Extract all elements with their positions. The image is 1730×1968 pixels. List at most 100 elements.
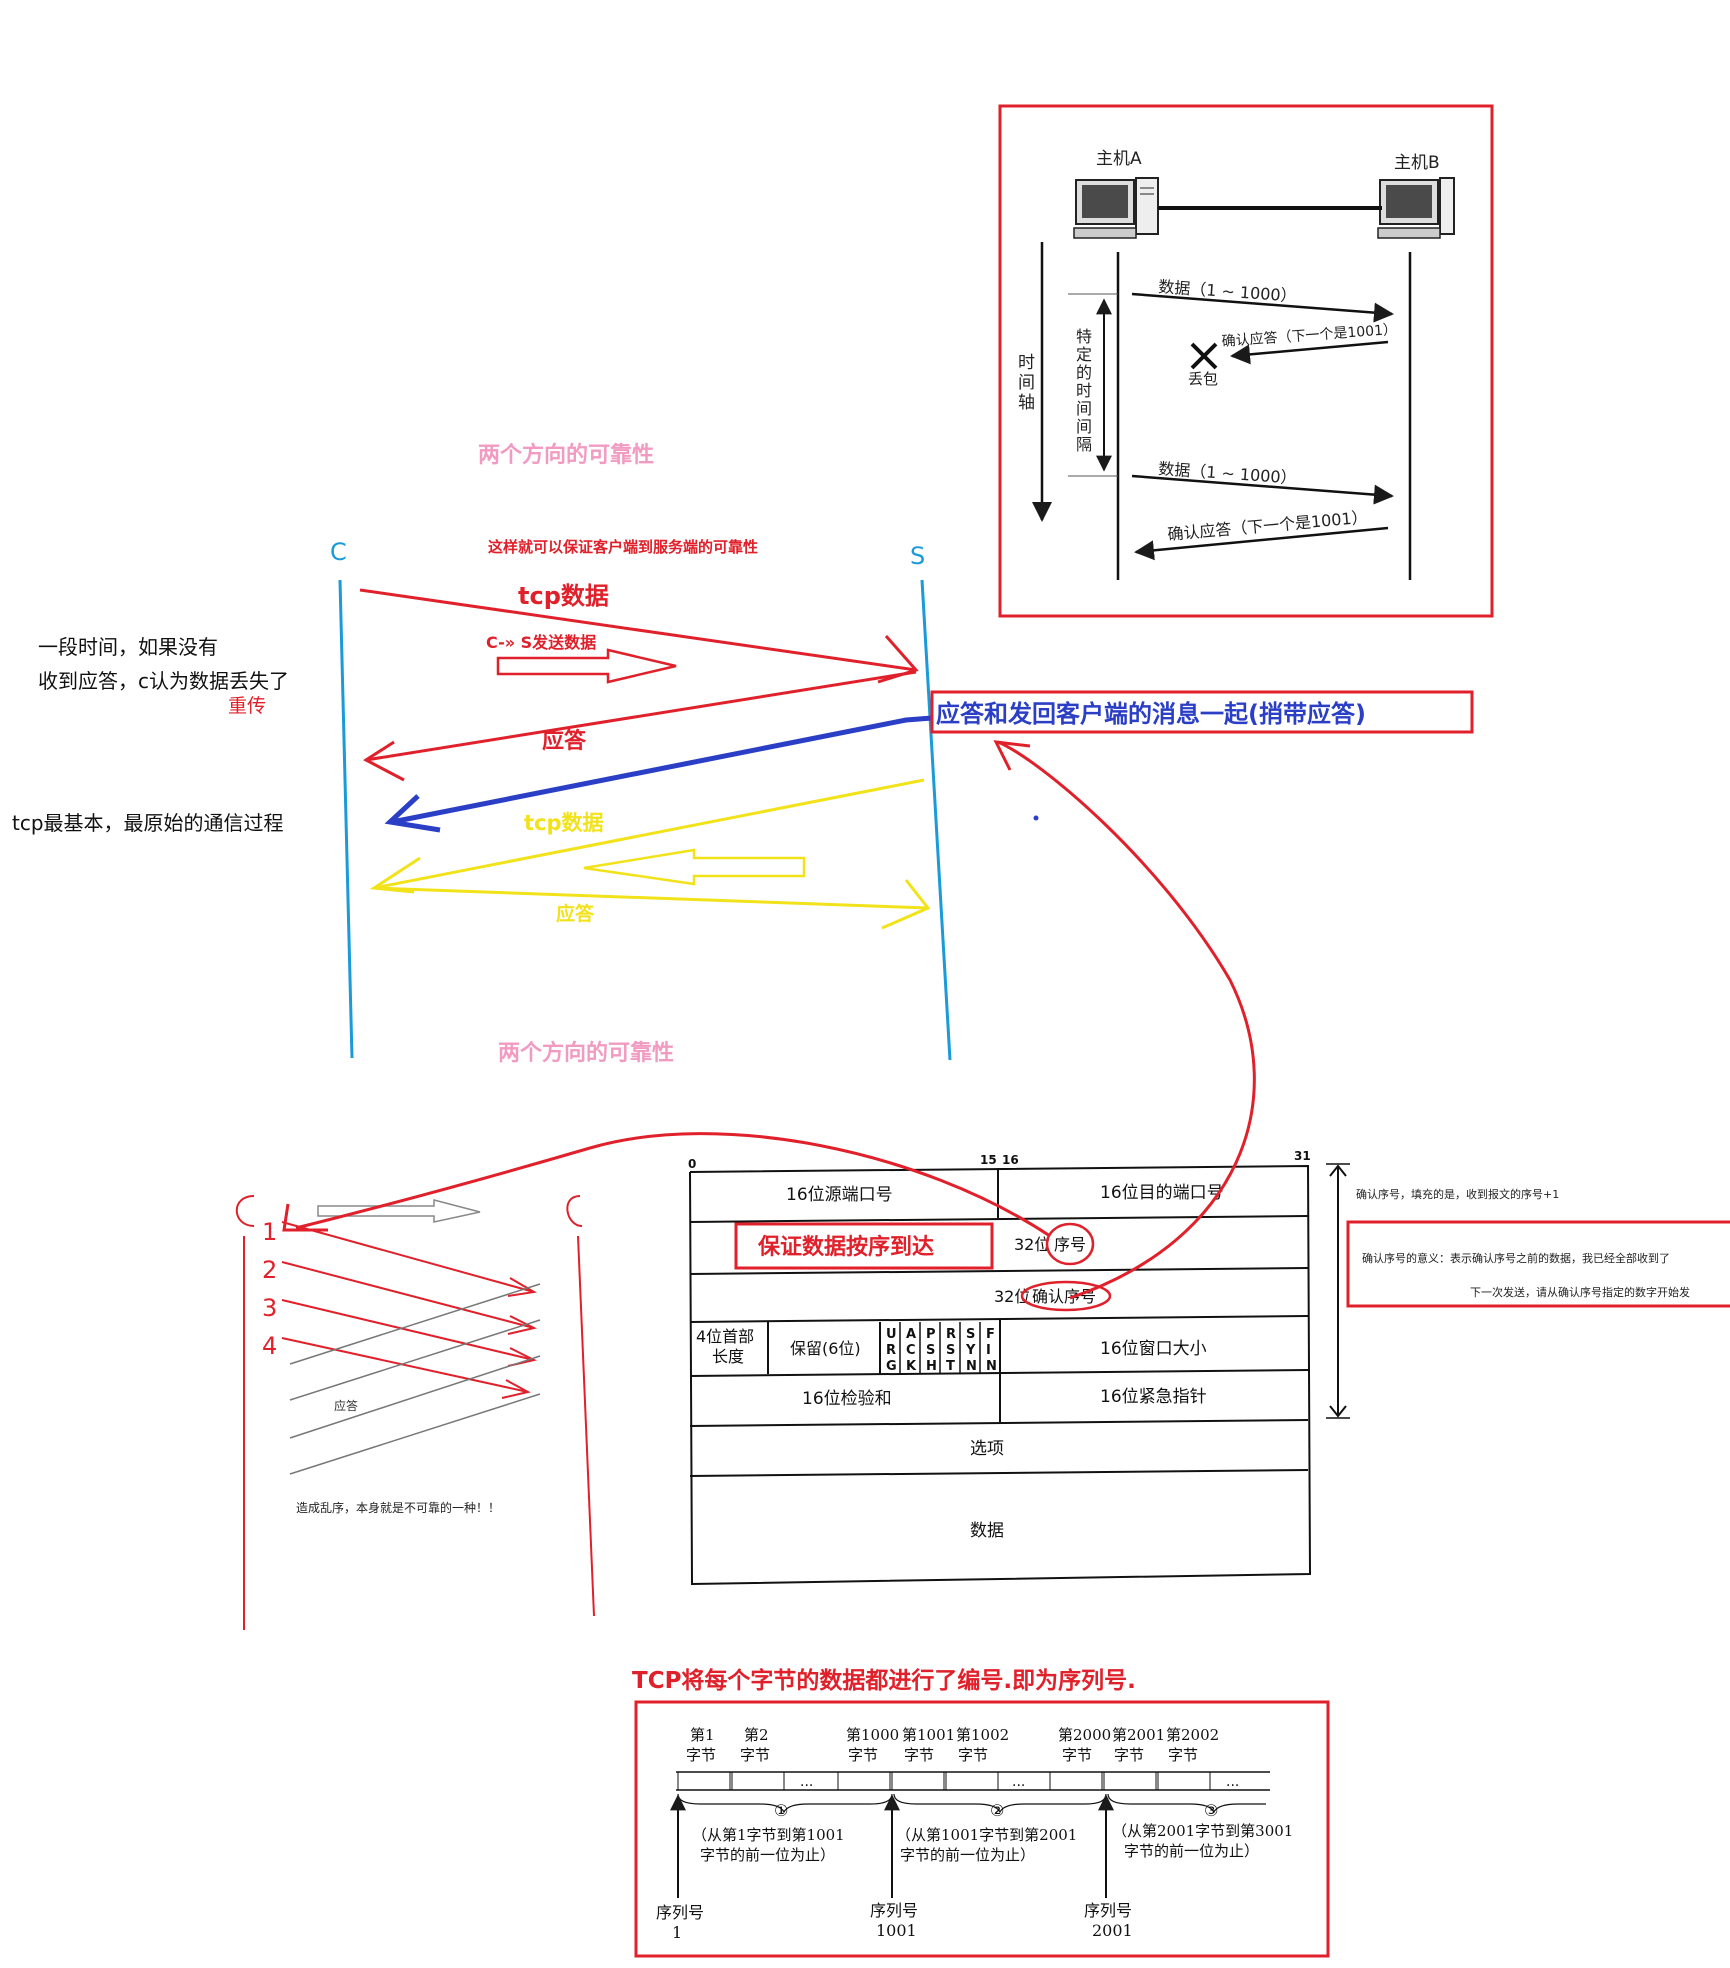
dst-port: 16位目的端口号	[1100, 1183, 1224, 1203]
data-field: 数据	[970, 1521, 1004, 1541]
title-two-way-top: 两个方向的可靠性	[478, 442, 654, 468]
byte-label: 字节	[904, 1746, 934, 1764]
row-line	[689, 1419, 1309, 1427]
bit-15: 15	[980, 1153, 997, 1167]
computer-icon	[1377, 177, 1455, 239]
byte-label: 字节	[686, 1746, 716, 1764]
seq-label: 序列号	[870, 1901, 918, 1920]
byte-labels: 第1 字节 第2 字节 第1000 字节 第1001 字节 第1002 字节 第…	[686, 1726, 1219, 1764]
seq-title: TCP将每个字节的数据都进行了编号.即为序列号.	[632, 1667, 1136, 1694]
urgent-pointer: 16位紧急指针	[1100, 1387, 1207, 1407]
segment-desc: （从第1字节到第1001	[692, 1826, 845, 1844]
curve-arrow-to-disorder	[295, 1132, 1051, 1238]
segment-desc: 字节的前一位为止）	[700, 1846, 835, 1864]
in-order-note: 保证数据按序到达	[757, 1234, 934, 1260]
ack-back-label: 应答	[556, 902, 595, 925]
interval-char: 定	[1076, 345, 1092, 364]
direction-arrow-right	[317, 1199, 481, 1223]
packet-arrow	[281, 1261, 535, 1329]
packet-arrow	[281, 1337, 529, 1393]
resend-label: 重传	[228, 695, 266, 717]
host-b-label: 主机B	[1394, 153, 1440, 173]
interval-char: 的	[1076, 363, 1092, 382]
byte-label: 第1000	[846, 1726, 899, 1744]
ack-arrow	[365, 670, 917, 762]
interval-label: 特 定 的 时 间 间 隔	[1076, 327, 1092, 454]
cross-icon	[1190, 342, 1218, 370]
computer-icon	[1073, 177, 1159, 239]
byte-label: 第1001	[902, 1726, 955, 1744]
disorder-diagram: 1 2 3 4 应答 造成乱序，本身就是不可靠的一种！！	[235, 1195, 595, 1630]
byte-label: 字节	[958, 1746, 988, 1764]
direction-arrow-right	[496, 648, 677, 684]
time-axis-char: 时	[1018, 353, 1035, 373]
segment-number: ②	[990, 1801, 1004, 1820]
byte-label: 第1	[690, 1726, 715, 1744]
ack-back-arrowhead	[881, 879, 931, 930]
piggyback-arrow	[391, 715, 933, 825]
ack-arrow-2	[1134, 526, 1389, 561]
ack-prefix: 32位	[994, 1287, 1030, 1306]
byte-label: 第2	[744, 1726, 769, 1744]
packet-number: 4	[262, 1332, 277, 1360]
ack-line	[289, 1355, 541, 1439]
dot	[1033, 815, 1039, 821]
ack-line	[289, 1393, 541, 1475]
interval-char: 特	[1076, 327, 1092, 346]
byte-label: 字节	[740, 1746, 770, 1764]
direction-arrow-left	[583, 848, 806, 886]
time-axis-char: 间	[1018, 373, 1035, 393]
row-line	[689, 1469, 1309, 1477]
byte-cell	[891, 1771, 945, 1791]
header-length-line2: 长度	[712, 1347, 744, 1366]
client-timeline	[338, 579, 354, 1059]
interval-char: 时	[1076, 381, 1092, 400]
timeout-diagram: 主机A 主机B 时 间 轴 特 定 的 时 间 间 隔 数据（1 ~ 1000）…	[998, 104, 1494, 618]
tcp-data-back-label: tcp数据	[524, 811, 604, 835]
seq-highlight	[1045, 1222, 1095, 1266]
packet-arrow	[281, 1299, 535, 1361]
c-to-s-label: C-» S发送数据	[486, 633, 596, 652]
byte-label: 字节	[1114, 1746, 1144, 1764]
data-arrow-1	[1131, 292, 1394, 323]
byte-cell	[1103, 1771, 1157, 1791]
ack-label: 应答	[542, 728, 587, 754]
packet-number: 1	[262, 1218, 277, 1246]
tcp-data-arrowhead	[877, 635, 919, 684]
curve-arrow-to-piggyback	[997, 740, 1256, 1300]
byte-dots: ...	[800, 1774, 813, 1790]
segment-brace	[893, 1793, 1107, 1814]
byte-cell	[1157, 1771, 1211, 1791]
segment-brace	[1107, 1793, 1266, 1814]
bit-31: 31	[1294, 1149, 1311, 1163]
host-a-label: 主机A	[1096, 149, 1142, 169]
segment-desc: （从第1001字节到第2001	[896, 1826, 1077, 1844]
disorder-ack-label: 应答	[334, 1398, 358, 1413]
row-line	[689, 1315, 1309, 1323]
ack-arrow-lost	[1230, 340, 1389, 365]
ack-meaning-box	[1346, 1220, 1730, 1308]
row-line	[689, 1267, 1309, 1275]
seq-value: 1001	[876, 1921, 917, 1940]
bit-0: 0	[688, 1157, 696, 1171]
cs-flow-diagram: 两个方向的可靠性 这样就可以保证客户端到服务端的可靠性 C S tcp数据 C-…	[12, 442, 1474, 1066]
byte-label: 字节	[1168, 1746, 1198, 1764]
bracket-head	[1329, 1164, 1347, 1177]
in-order-box	[734, 1222, 994, 1270]
byte-cell	[677, 1771, 731, 1791]
segment-desc: 字节的前一位为止）	[900, 1846, 1035, 1864]
seq-word: 序号	[1054, 1235, 1086, 1254]
piggyback-arrowhead	[384, 794, 441, 833]
left-note-line1: 一段时间，如果没有	[38, 635, 218, 659]
window-size: 16位窗口大小	[1100, 1339, 1207, 1359]
header-length-line1: 4位首部	[696, 1327, 754, 1346]
byte-cells	[677, 1771, 1211, 1791]
byte-label: 字节	[848, 1746, 878, 1764]
bit-16: 16	[1002, 1153, 1019, 1167]
tcp-data-label: tcp数据	[518, 582, 609, 610]
ack-highlight	[1020, 1280, 1112, 1312]
